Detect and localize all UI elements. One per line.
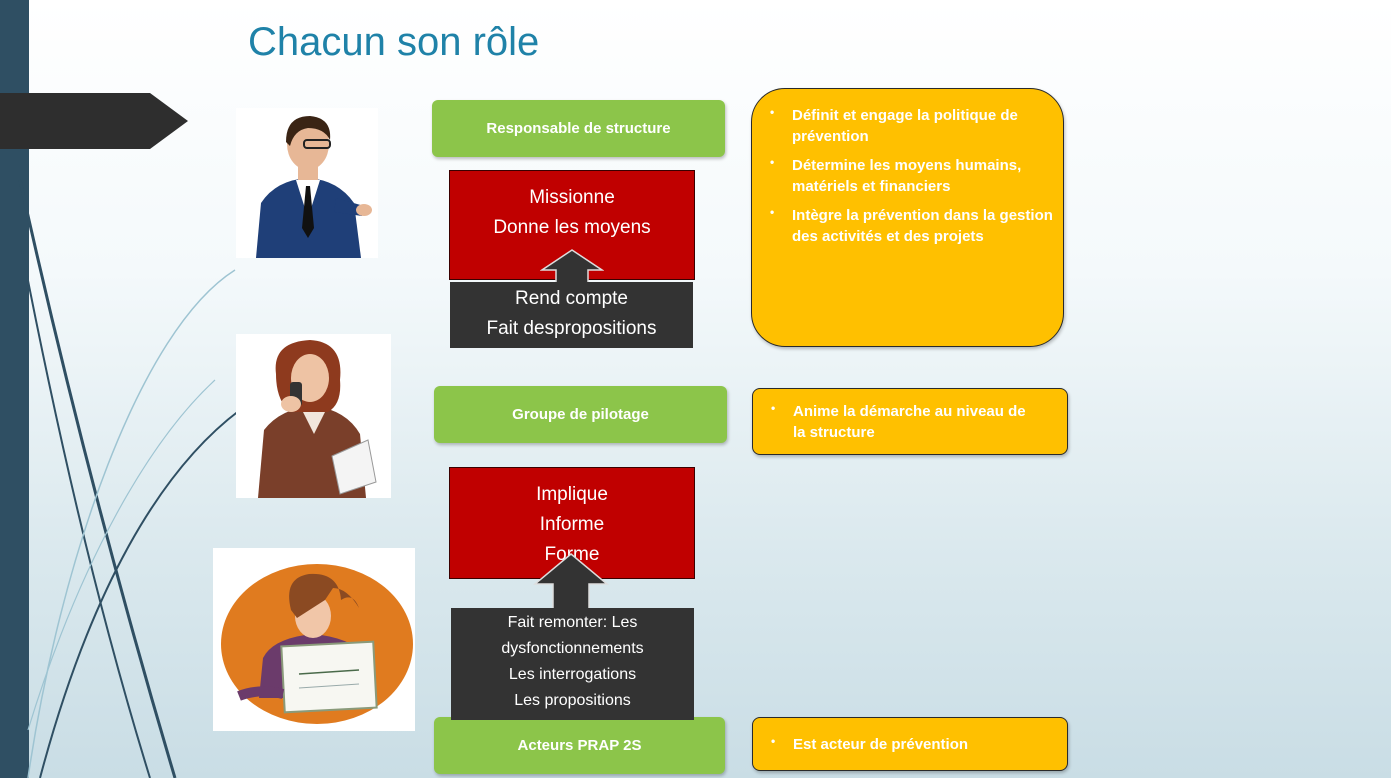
duty-item: Anime la démarche au niveau de la struct…	[753, 398, 1037, 443]
flow-line: Fait remonter: Les	[507, 614, 638, 631]
flow-line: Donne les moyens	[493, 217, 651, 238]
arrow-tab	[0, 93, 188, 149]
up-arrow-icon	[540, 249, 604, 284]
flow-line: Les interrogations	[508, 666, 637, 683]
pilotage-duties-box: Anime la démarche au niveau de la struct…	[752, 388, 1068, 455]
flow-line: Implique	[536, 484, 608, 505]
duty-item: Est acteur de prévention	[753, 731, 1067, 755]
flow-line: Informe	[539, 514, 605, 535]
duty-item: Intègre la prévention dans la gestion de…	[752, 202, 1053, 247]
page-title: Chacun son rôle	[248, 20, 540, 64]
flow-line: Les propositions	[514, 692, 631, 709]
duty-item: Définit et engage la politique de préven…	[752, 102, 1053, 147]
role-groupe-pilotage: Groupe de pilotage	[434, 386, 727, 443]
role-responsable-structure: Responsable de structure	[432, 100, 725, 157]
flow-line: dysfonctionnements	[501, 640, 644, 657]
woman-document-icon	[213, 548, 415, 731]
woman-phone-icon	[236, 334, 391, 498]
up-arrow-icon	[533, 553, 609, 610]
flow-line: Missionne	[529, 187, 615, 208]
fait-remonter-box: Fait remonter: Les dysfonctionnements Le…	[451, 608, 694, 720]
duty-item: Détermine les moyens humains, matériels …	[752, 152, 1053, 197]
role-acteurs-prap: Acteurs PRAP 2S	[434, 717, 725, 774]
rend-compte-box: Rend compte Fait despropositions	[450, 282, 693, 348]
flow-line: Rend compte	[514, 288, 628, 309]
responsable-duties-box: Définit et engage la politique de préven…	[751, 88, 1064, 347]
businessman-icon	[236, 108, 378, 258]
acteurs-duties-box: Est acteur de prévention	[752, 717, 1068, 771]
flow-line: Fait despropositions	[486, 318, 657, 339]
